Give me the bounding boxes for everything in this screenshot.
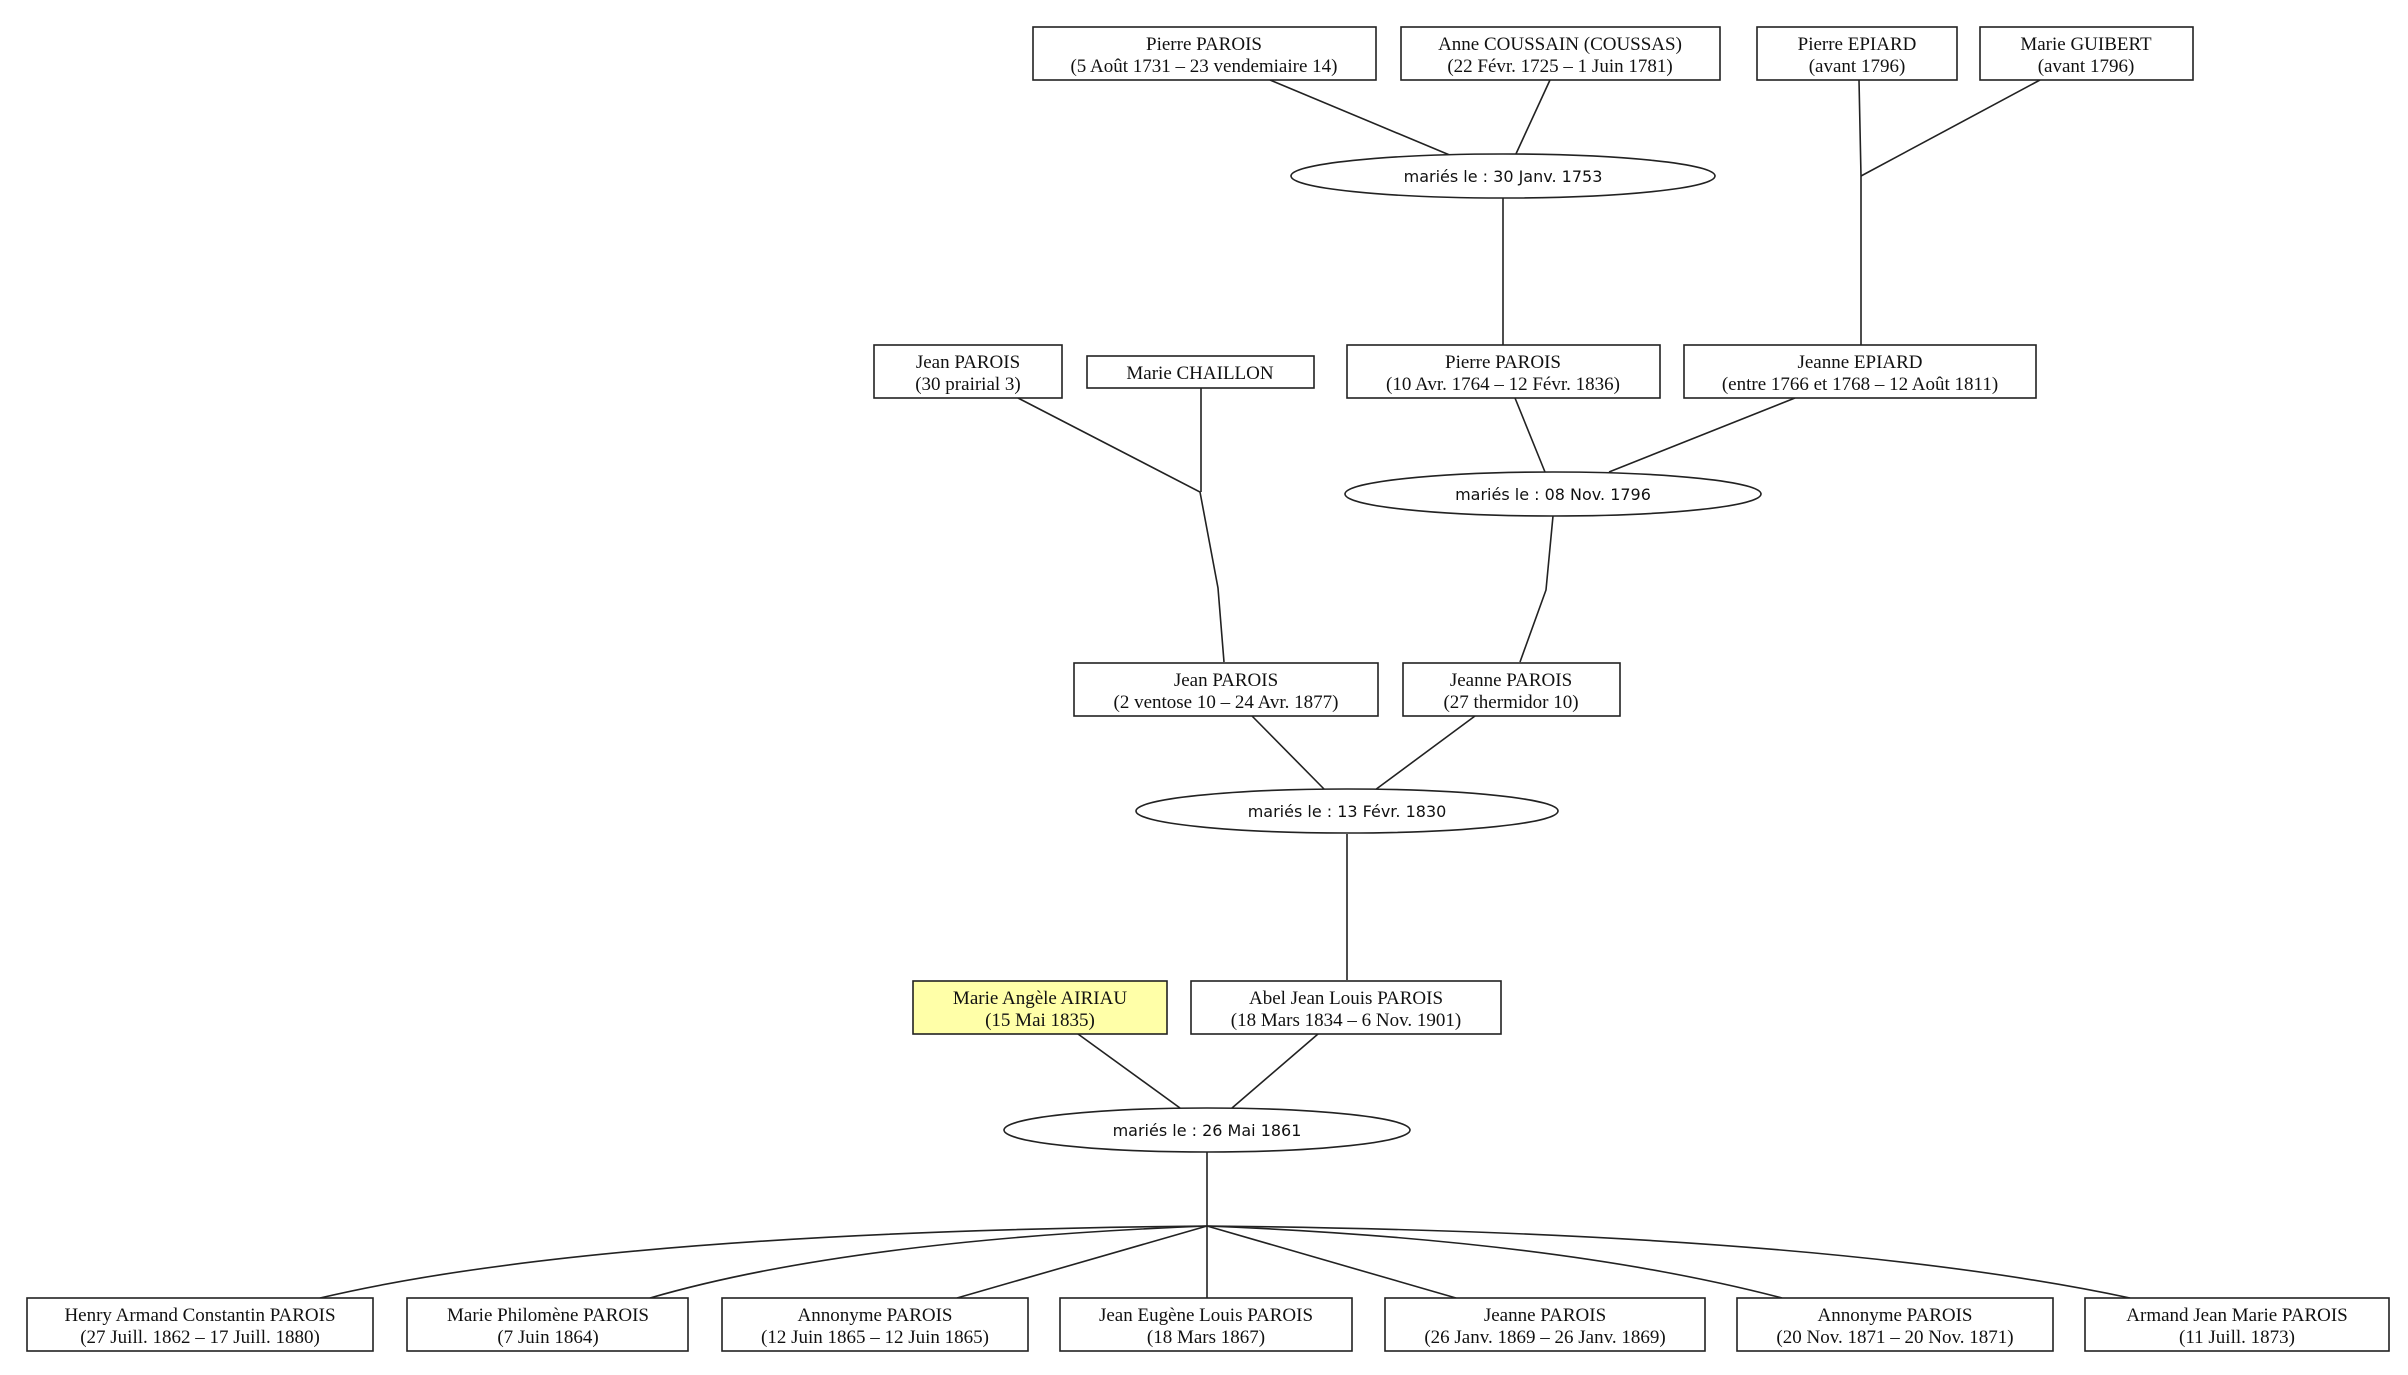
marriage-label: mariés le : 13 Févr. 1830 [1248, 802, 1447, 821]
person-name: Armand Jean Marie PAROIS [2126, 1305, 2347, 1326]
person-name: Anne COUSSAIN (COUSSAS) [1438, 34, 1682, 55]
marriage-label: mariés le : 26 Mai 1861 [1113, 1121, 1302, 1140]
person-pierre-epiard[interactable]: Pierre EPIARD (avant 1796) [1756, 26, 1958, 81]
edge-abel-m4 [1231, 1033, 1319, 1109]
person-jeanne-parois-an10[interactable]: Jeanne PAROIS (27 thermidor 10) [1402, 662, 1621, 717]
person-dates: (20 Nov. 1871 – 20 Nov. 1871) [1776, 1327, 2013, 1348]
marriage-1861: mariés le : 26 Mai 1861 [1003, 1107, 1411, 1153]
person-marie-chaillon[interactable]: Marie CHAILLON [1086, 355, 1315, 389]
person-anne-coussain[interactable]: Anne COUSSAIN (COUSSAS) (22 Févr. 1725 –… [1400, 26, 1721, 81]
person-name: Pierre PAROIS [1146, 34, 1262, 55]
person-dates: (5 Août 1731 – 23 vendemiaire 14) [1070, 56, 1337, 77]
edge-anne-m1 [1514, 79, 1551, 157]
edge-jeanne-p-m3 [1374, 715, 1476, 791]
edge-hub-c6 [1206, 1225, 1783, 1299]
person-dates: (11 Juill. 1873) [2179, 1327, 2295, 1348]
person-name: Annonyme PAROIS [1817, 1305, 1972, 1326]
edge-m2-jeanne-p [1519, 515, 1554, 663]
person-dates: (10 Avr. 1764 – 12 Févr. 1836) [1386, 374, 1620, 395]
edge-jean2-m3 [1251, 715, 1326, 791]
marriage-1753: mariés le : 30 Janv. 1753 [1290, 153, 1716, 199]
person-dates: (18 Mars 1834 – 6 Nov. 1901) [1231, 1010, 1461, 1031]
child-marie-philomene[interactable]: Marie Philomène PAROIS (7 Juin 1864) [406, 1297, 689, 1352]
person-name: Marie Philomène PAROIS [447, 1305, 649, 1326]
edge-hub-c2 [649, 1225, 1208, 1299]
child-armand-jean-marie[interactable]: Armand Jean Marie PAROIS (11 Juill. 1873… [2084, 1297, 2390, 1352]
person-name: Jean Eugène Louis PAROIS [1099, 1305, 1313, 1326]
person-name: Jean PAROIS [1174, 670, 1278, 691]
person-dates: (entre 1766 et 1768 – 12 Août 1811) [1722, 374, 1998, 395]
person-dates: (27 thermidor 10) [1443, 692, 1578, 713]
edge-pierre1-m1 [1269, 79, 1453, 157]
edge-pierre-epiard-jeanne [1858, 79, 1862, 346]
person-dates: (26 Janv. 1869 – 26 Janv. 1869) [1424, 1327, 1665, 1348]
person-name: Abel Jean Louis PAROIS [1249, 988, 1443, 1009]
marriage-1830: mariés le : 13 Févr. 1830 [1135, 788, 1559, 834]
edge-jeanne-ep-m2 [1608, 397, 1796, 473]
person-name: Jean PAROIS [916, 352, 1020, 373]
person-name: Marie CHAILLON [1126, 363, 1273, 384]
marriage-1796: mariés le : 08 Nov. 1796 [1344, 471, 1762, 517]
person-dates: (30 prairial 3) [915, 374, 1021, 395]
person-name: Jeanne EPIARD [1797, 352, 1922, 373]
edge-pierre2-m2 [1514, 397, 1546, 473]
person-pierre-parois-1764[interactable]: Pierre PAROIS (10 Avr. 1764 – 12 Févr. 1… [1346, 344, 1661, 399]
edge-jean1-jean2 [1017, 397, 1225, 663]
edge-hub-c5 [1206, 1225, 1457, 1299]
child-henry-armand-constantin[interactable]: Henry Armand Constantin PAROIS (27 Juill… [26, 1297, 374, 1352]
person-jeanne-epiard[interactable]: Jeanne EPIARD (entre 1766 et 1768 – 12 A… [1683, 344, 2037, 399]
person-name: Jeanne PAROIS [1450, 670, 1572, 691]
person-dates: (avant 1796) [2038, 56, 2135, 77]
child-annonyme-1865[interactable]: Annonyme PAROIS (12 Juin 1865 – 12 Juin … [721, 1297, 1029, 1352]
person-name: Marie GUIBERT [2020, 34, 2152, 55]
person-dates: (22 Févr. 1725 – 1 Juin 1781) [1447, 56, 1672, 77]
person-dates: (12 Juin 1865 – 12 Juin 1865) [761, 1327, 989, 1348]
child-jean-eugene-louis[interactable]: Jean Eugène Louis PAROIS (18 Mars 1867) [1059, 1297, 1353, 1352]
person-name: Marie Angèle AIRIAU [953, 988, 1127, 1009]
person-name: Annonyme PAROIS [797, 1305, 952, 1326]
person-dates: (27 Juill. 1862 – 17 Juill. 1880) [80, 1327, 320, 1348]
person-dates: (18 Mars 1867) [1147, 1327, 1265, 1348]
child-annonyme-1871[interactable]: Annonyme PAROIS (20 Nov. 1871 – 20 Nov. … [1736, 1297, 2054, 1352]
person-name: Pierre PAROIS [1445, 352, 1561, 373]
edge-marie-ang-m4 [1077, 1033, 1181, 1109]
person-dates: (2 ventose 10 – 24 Avr. 1877) [1114, 692, 1339, 713]
person-abel-jean-louis-parois[interactable]: Abel Jean Louis PAROIS (18 Mars 1834 – 6… [1190, 980, 1502, 1035]
person-marie-angele-airiau[interactable]: Marie Angèle AIRIAU (15 Mai 1835) [912, 980, 1168, 1035]
person-jean-parois-an10[interactable]: Jean PAROIS (2 ventose 10 – 24 Avr. 1877… [1073, 662, 1379, 717]
person-jean-parois-an3[interactable]: Jean PAROIS (30 prairial 3) [873, 344, 1063, 399]
edge-marie-guibert-jeanne [1860, 79, 2041, 177]
edge-hub-c1 [319, 1225, 1208, 1299]
person-name: Pierre EPIARD [1798, 34, 1917, 55]
person-pierre-parois-1731[interactable]: Pierre PAROIS (5 Août 1731 – 23 vendemia… [1032, 26, 1377, 81]
edges [319, 79, 2131, 1299]
person-name: Henry Armand Constantin PAROIS [64, 1305, 335, 1326]
edge-hub-c3 [956, 1225, 1208, 1299]
person-marie-guibert[interactable]: Marie GUIBERT (avant 1796) [1979, 26, 2194, 81]
person-dates: (15 Mai 1835) [985, 1010, 1095, 1031]
edge-hub-c7 [1206, 1225, 2131, 1299]
person-name: Jeanne PAROIS [1484, 1305, 1606, 1326]
marriage-label: mariés le : 30 Janv. 1753 [1404, 167, 1603, 186]
person-dates: (avant 1796) [1809, 56, 1906, 77]
marriage-label: mariés le : 08 Nov. 1796 [1455, 485, 1651, 504]
child-jeanne-1869[interactable]: Jeanne PAROIS (26 Janv. 1869 – 26 Janv. … [1384, 1297, 1706, 1352]
person-dates: (7 Juin 1864) [497, 1327, 598, 1348]
